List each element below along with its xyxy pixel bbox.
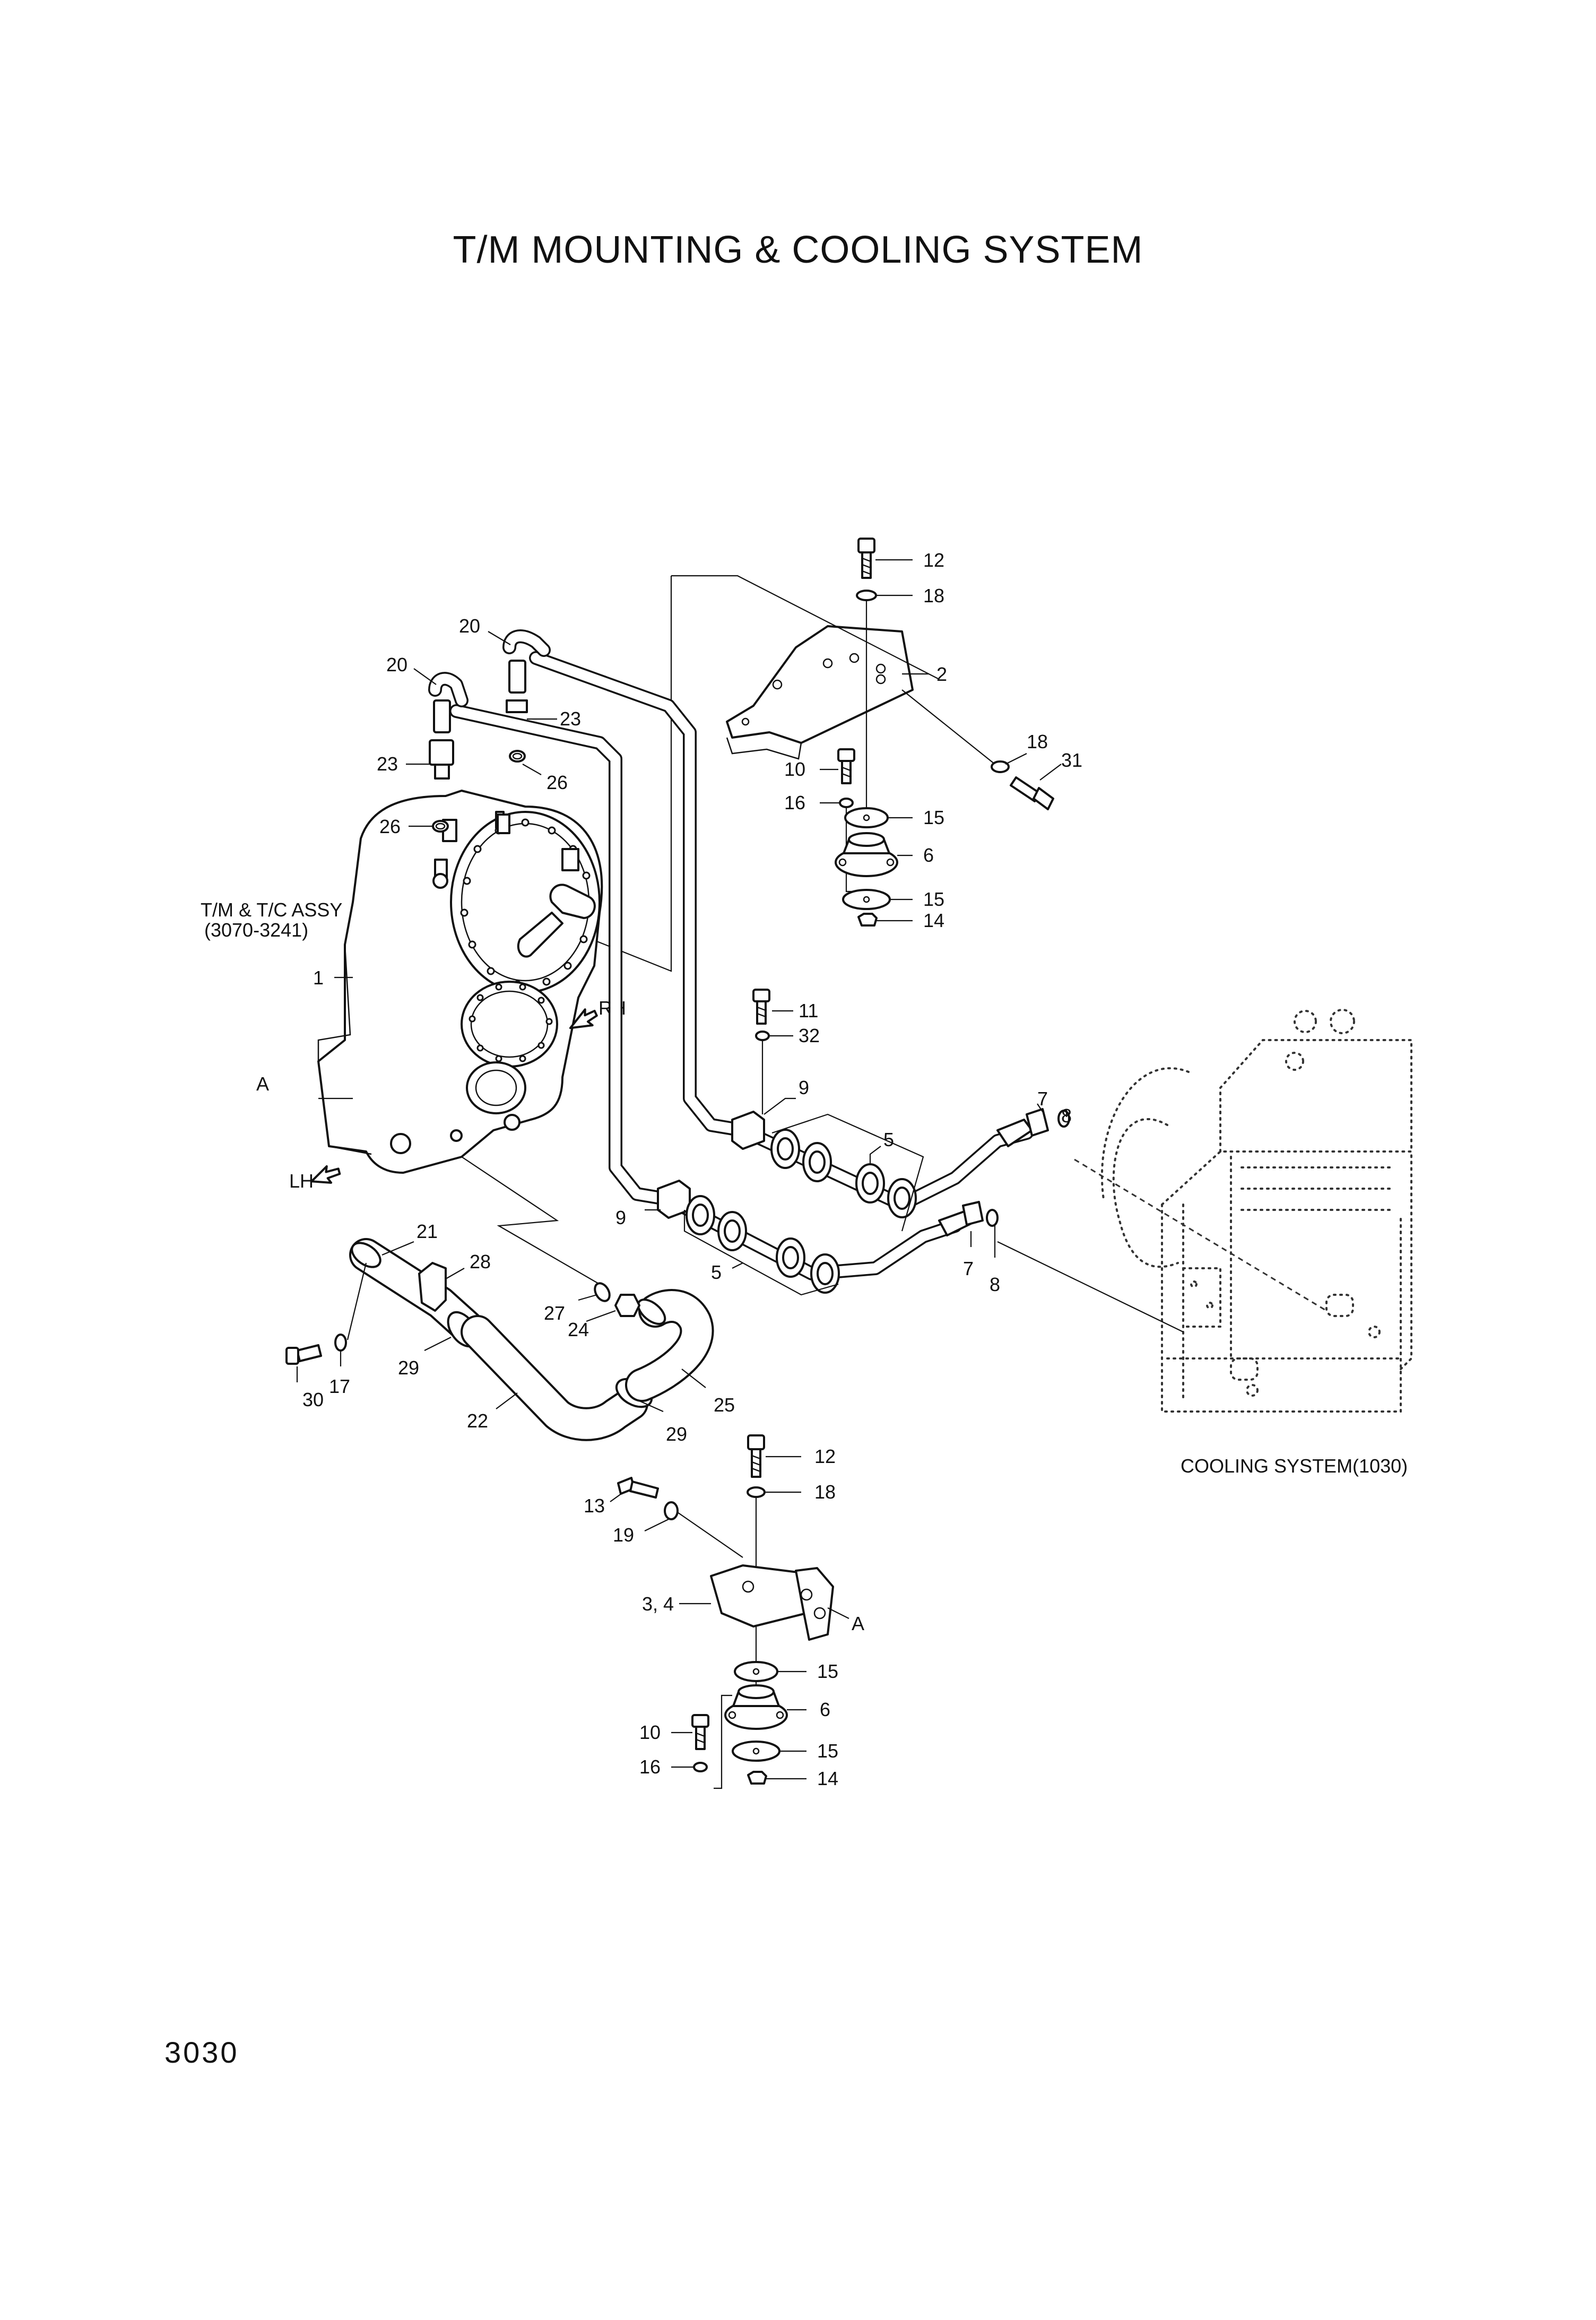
callout-23-a: 23 [560, 708, 581, 730]
callout-18-bot: 18 [814, 1481, 836, 1503]
callout-22: 22 [467, 1410, 488, 1432]
callout-16-top: 16 [784, 792, 805, 813]
callout-10-top: 10 [784, 758, 805, 780]
cooling-system-outline [1100, 1009, 1412, 1413]
callout-9-b: 9 [615, 1207, 626, 1228]
cooling-pipes [428, 629, 750, 1206]
callout-6-top: 6 [923, 844, 934, 866]
tm-tc-assy-label-2: (3070-3241) [204, 919, 308, 941]
callout-18-top: 18 [923, 585, 944, 607]
callout-21: 21 [417, 1220, 438, 1242]
callout-24: 24 [568, 1319, 589, 1340]
callout-15-top-a: 15 [923, 807, 944, 828]
callout-20-a: 20 [459, 615, 480, 637]
lower-bracket-group [617, 1434, 834, 1789]
ref-a-left: A [256, 1073, 269, 1095]
callout-29-b: 29 [666, 1423, 687, 1445]
callout-9-a: 9 [799, 1077, 809, 1098]
callout-26-a: 26 [547, 772, 568, 793]
page-title: T/M MOUNTING & COOLING SYSTEM [453, 229, 1143, 271]
tm-tc-assy-label-1: T/M & T/C ASSY [201, 899, 342, 921]
callout-10-bot: 10 [639, 1721, 661, 1743]
callout-12-top: 12 [923, 549, 944, 571]
callout-17: 17 [329, 1375, 350, 1397]
cooling-system-label: COOLING SYSTEM(1030) [1181, 1455, 1408, 1477]
callout-25: 25 [714, 1394, 735, 1416]
transmission-assembly [310, 575, 940, 1285]
ref-a-bottom: A [852, 1613, 864, 1634]
callout-32: 32 [799, 1025, 820, 1046]
page-number: 3030 [164, 2036, 239, 2069]
callout-15-top-b: 15 [923, 888, 944, 910]
callout-31: 31 [1061, 749, 1082, 771]
callout-15-bot-a: 15 [817, 1660, 838, 1682]
callout-3-4: 3, 4 [642, 1593, 674, 1615]
callout-6-bot: 6 [820, 1699, 830, 1720]
callout-7-a: 7 [1037, 1088, 1048, 1110]
callout-12-bot: 12 [814, 1445, 836, 1467]
callout-5-a: 5 [883, 1129, 894, 1150]
callout-5-b: 5 [711, 1261, 722, 1283]
lh-label: LH [289, 1170, 314, 1192]
callout-14-top: 14 [923, 910, 944, 931]
callout-27: 27 [544, 1302, 565, 1324]
callout-26-b: 26 [379, 816, 401, 837]
callout-30: 30 [302, 1389, 324, 1410]
callout-13: 13 [584, 1495, 605, 1517]
callout-29-a: 29 [398, 1357, 419, 1379]
callout-14-bot: 14 [817, 1768, 838, 1789]
callout-7-b: 7 [963, 1258, 974, 1279]
callout-16-bot: 16 [639, 1756, 661, 1778]
callout-23-b: 23 [377, 753, 398, 775]
callout-20-b: 20 [386, 654, 407, 676]
callout-2: 2 [936, 663, 947, 685]
upper-bracket-group [726, 538, 1054, 927]
callout-8-b: 8 [990, 1274, 1000, 1295]
callout-18-right: 18 [1027, 731, 1048, 752]
suction-tube-group [285, 1238, 714, 1441]
callout-11: 11 [799, 1000, 818, 1022]
callout-15-bot-b: 15 [817, 1740, 838, 1762]
callout-1: 1 [313, 967, 324, 989]
callout-19: 19 [613, 1524, 634, 1546]
hose-assemblies [657, 989, 1070, 1296]
callout-8-a: 8 [1061, 1105, 1072, 1127]
callout-28: 28 [470, 1251, 491, 1272]
